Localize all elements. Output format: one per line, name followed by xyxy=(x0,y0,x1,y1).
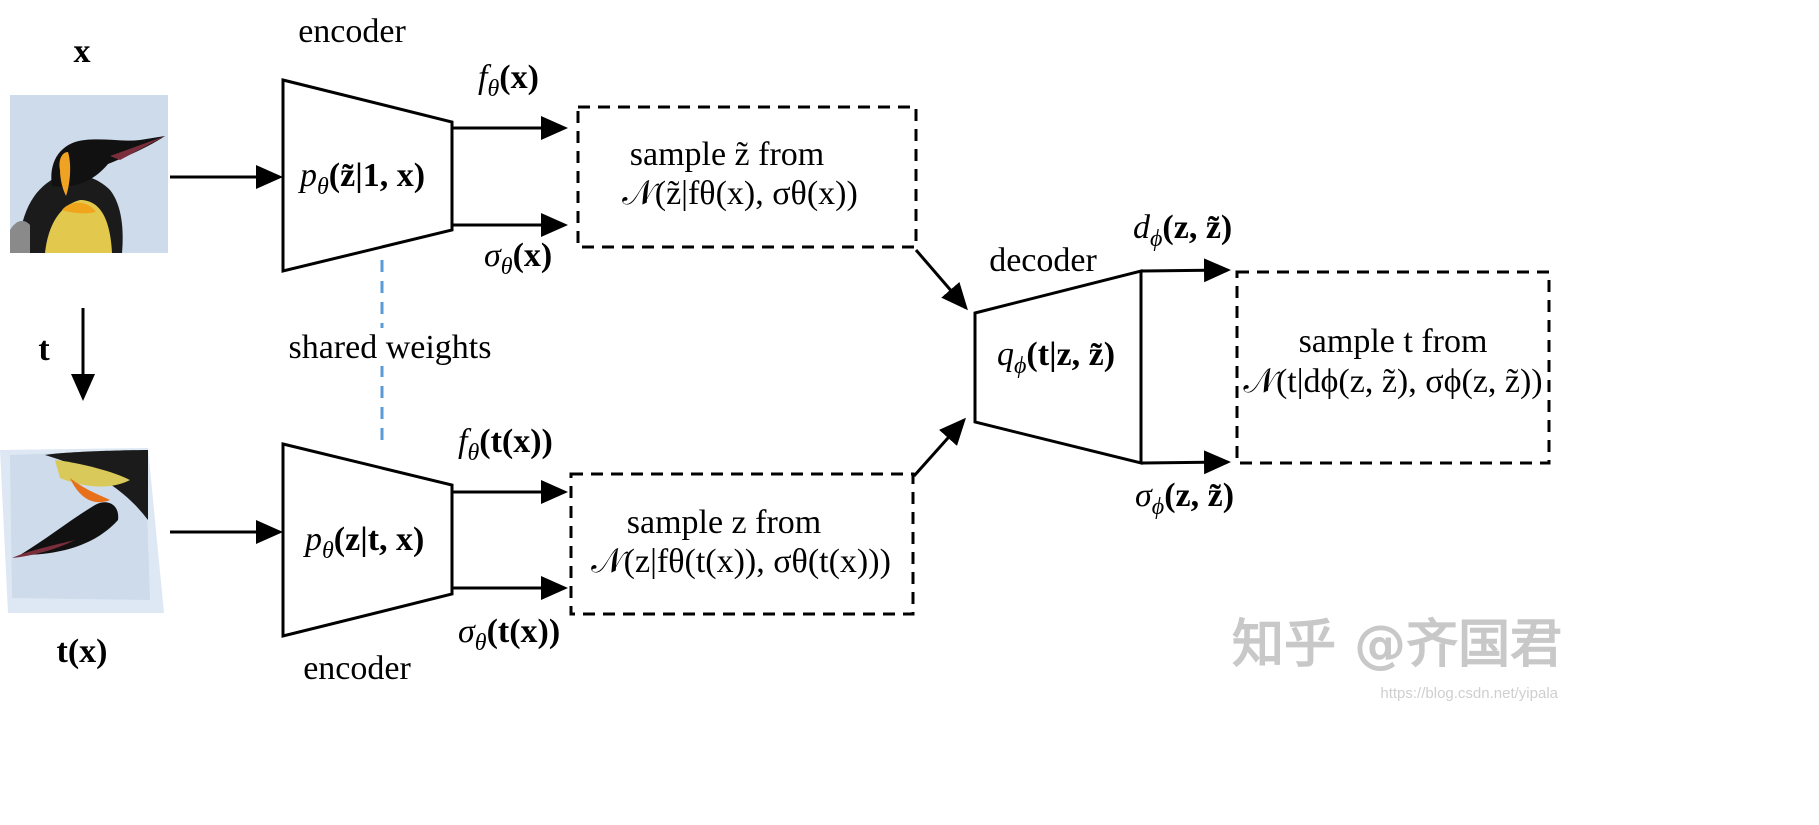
label-f-top: fθ(x) xyxy=(478,59,539,102)
label-x: x xyxy=(74,33,91,70)
label-encoder-top: encoder xyxy=(298,13,406,50)
sample-box-bottom xyxy=(569,472,915,616)
penguin-image-original xyxy=(10,95,168,253)
arrow-d-dec xyxy=(1141,258,1231,283)
sample-bottom-line1: sample z from xyxy=(627,504,822,541)
encoder-top-formula: pθ(z̃|1, x) xyxy=(298,157,425,200)
penguin-image-transformed xyxy=(0,448,164,613)
sample-box-top xyxy=(576,105,918,249)
label-decoder: decoder xyxy=(989,242,1097,279)
label-f-bottom: fθ(t(x)) xyxy=(458,423,553,466)
sample-bottom-line2: 𝒩(z|fθ(t(x)), σθ(t(x))) xyxy=(591,543,891,580)
arrow-top-to-decoder xyxy=(914,249,968,311)
encoder-top xyxy=(281,78,454,273)
label-t: t xyxy=(38,331,50,368)
watermark-url: https://blog.csdn.net/yipala xyxy=(1380,685,1558,702)
sample-right-line1: sample t from xyxy=(1299,323,1488,360)
encoder-bottom-formula: pθ(z|t, x) xyxy=(303,521,424,564)
sample-top-line1: sample z̃ from xyxy=(630,136,825,173)
label-sigma-dec: σϕ(z, z̃) xyxy=(1135,477,1234,520)
label-sigma-bottom: σθ(t(x)) xyxy=(458,613,560,656)
arrow-bottom-to-decoder xyxy=(912,417,966,477)
sample-box-right xyxy=(1235,270,1551,465)
label-encoder-bottom: encoder xyxy=(303,650,411,687)
label-shared-weights: shared weights xyxy=(288,329,491,366)
decoder-formula: qϕ(t|z, z̃) xyxy=(997,336,1115,379)
arrow-sigma-dec xyxy=(1141,450,1231,475)
encoder-bottom xyxy=(281,442,454,638)
label-tx: t(x) xyxy=(57,633,108,670)
decoder xyxy=(973,269,1143,465)
sample-top-line2: 𝒩(z̃|fθ(x), σθ(x)) xyxy=(622,175,858,212)
label-sigma-top: σθ(x) xyxy=(484,237,552,280)
sample-right-line2: 𝒩(t|dϕ(z, z̃), σϕ(z, z̃)) xyxy=(1243,363,1542,400)
label-d-dec: dϕ(z, z̃) xyxy=(1133,209,1232,252)
watermark-text: 知乎 @齐国君 xyxy=(1232,615,1562,675)
